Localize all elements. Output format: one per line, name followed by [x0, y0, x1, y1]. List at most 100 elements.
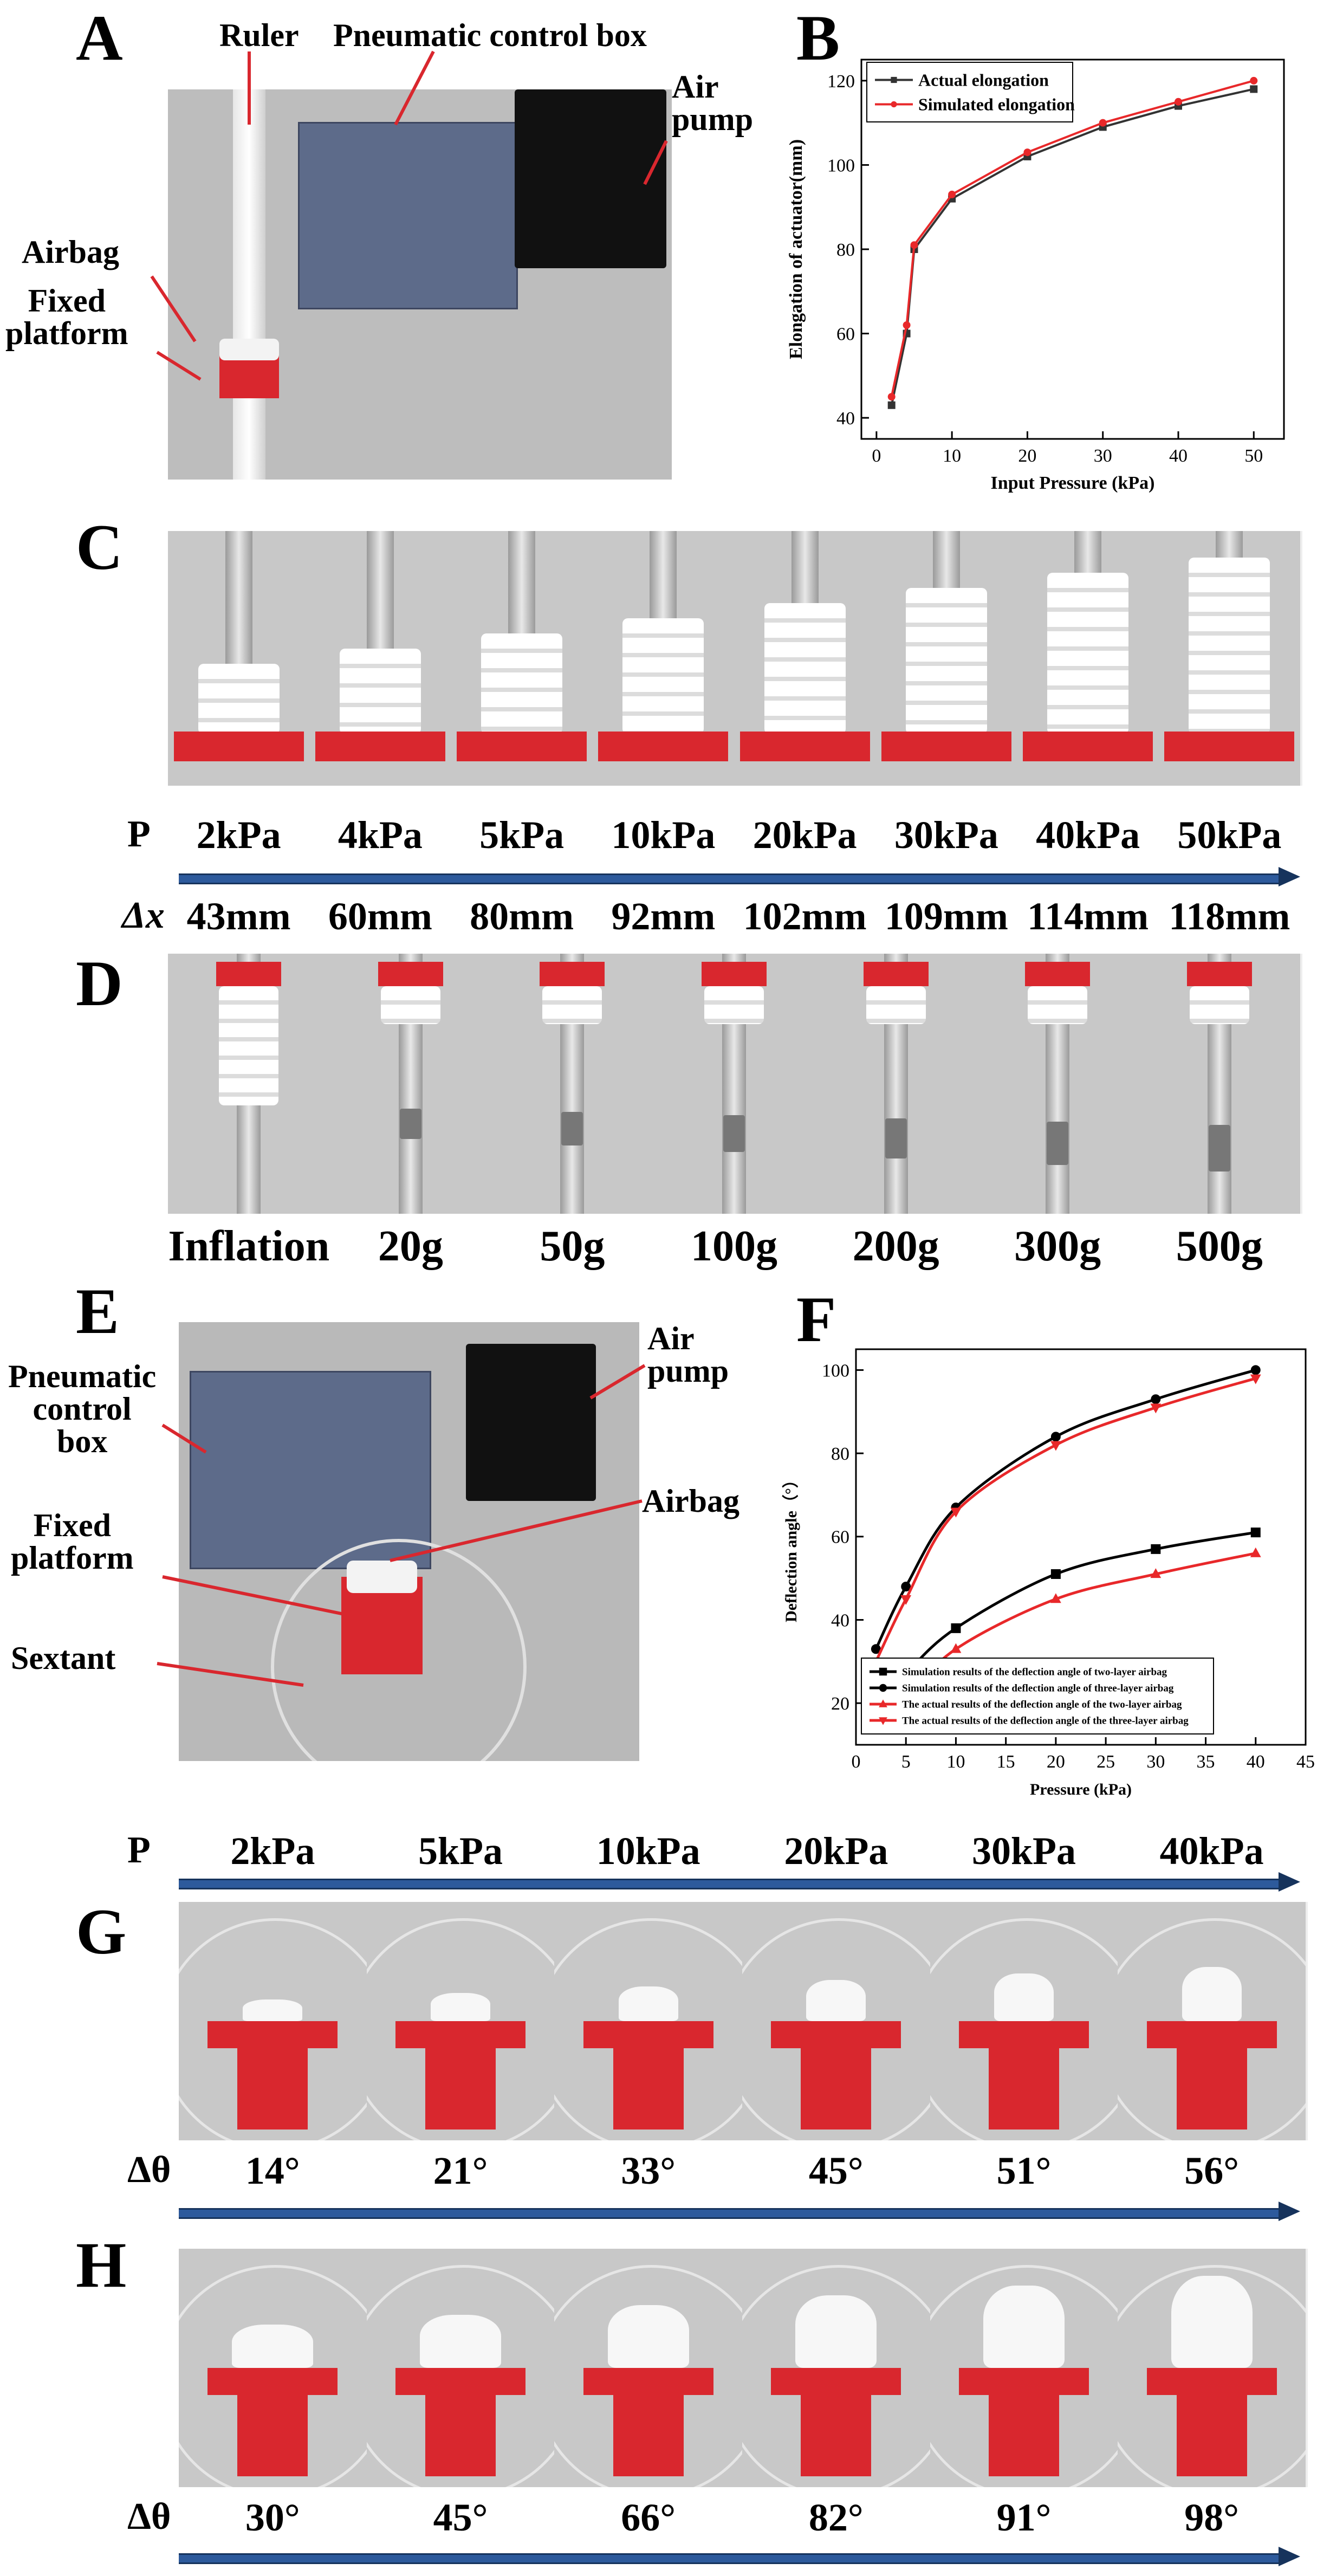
load-frame-4: [815, 954, 979, 1214]
series-2-point-5: [1250, 1547, 1261, 1557]
x-tick-label-0: 0: [872, 446, 881, 466]
elongation-frame-2: [451, 531, 595, 786]
pressure-label-g-2: 10kPa: [596, 1829, 700, 1873]
pressure-label-g-4: 30kPa: [971, 1829, 1076, 1873]
elongation-label-1: 60mm: [328, 895, 432, 938]
series-1-point-5: [1250, 1365, 1261, 1375]
legend-box: [861, 1658, 1214, 1734]
elongation-frame-6: [1017, 531, 1161, 786]
three-layer-frame-0: [179, 2249, 369, 2487]
legend-marker-0: [891, 76, 897, 83]
air-pump-shape: [515, 89, 666, 268]
legend-entry-1: Simulation results of the deflection ang…: [902, 1683, 1174, 1694]
x-tick-label-2: 10: [946, 1752, 965, 1772]
legend-entry-0: Simulation results of the deflection ang…: [902, 1667, 1167, 1678]
series-3-point-4: [1150, 1403, 1162, 1414]
photo-setup-a: [168, 89, 672, 480]
series-line-0: [890, 88, 1254, 406]
pressure-label-c-1: 4kPa: [338, 813, 423, 857]
x-tick-label-5: 50: [1244, 446, 1263, 466]
x-tick-label-3: 15: [997, 1752, 1015, 1772]
series-1-point-7: [1250, 76, 1258, 85]
series-line-1: [874, 1369, 1256, 1650]
panel-label-f: F: [796, 1283, 836, 1355]
y-tick-label-2: 60: [831, 1528, 849, 1548]
two-layer-frame-5: [1118, 1902, 1308, 2140]
three-layer-frame-5: [1118, 2249, 1308, 2487]
elongation-label-3: 92mm: [611, 895, 716, 938]
angle-label-g-3: 45°: [808, 2149, 864, 2192]
dtheta-symbol-g: Δθ: [127, 2149, 171, 2191]
callout-sextant: Sextant: [11, 1640, 116, 1676]
panel-label-h: H: [76, 2229, 127, 2301]
x-tick-label-4: 40: [1169, 446, 1188, 466]
arrow-bar-g-top: [179, 1879, 1279, 1889]
x-axis-label: Input Pressure (kPa): [991, 473, 1155, 493]
load-label-4: 200g: [852, 1222, 939, 1270]
arrow-bar-g-bottom: [179, 2208, 1279, 2219]
elongation-frame-7: [1158, 531, 1302, 786]
series-2-point-3: [1050, 1593, 1061, 1603]
series-1-point-0: [871, 1644, 881, 1654]
series-1-point-4: [1151, 1394, 1161, 1404]
y-tick-label-0: 20: [831, 1694, 849, 1714]
two-layer-frame-4: [930, 1902, 1120, 2140]
angle-labels-h: 30°45°66°82°91°98°: [179, 2495, 1306, 2544]
series-0-point-3: [1050, 1569, 1061, 1579]
legend-marker-1: [891, 101, 897, 108]
arrow-head-c: [1279, 867, 1300, 886]
panel-label-b: B: [796, 2, 840, 74]
panel-label-a: A: [76, 2, 123, 74]
series-3-point-1: [900, 1595, 912, 1605]
load-frame-0: [168, 954, 332, 1214]
y-tick-label-3: 100: [827, 156, 855, 176]
angle-label-g-5: 56°: [1184, 2149, 1240, 2192]
legend-marker-2: [879, 1699, 887, 1707]
elongation-label-7: 118mm: [1169, 895, 1290, 938]
photo-strip-loads: [168, 954, 1302, 1214]
air-pump-shape-e: [466, 1344, 596, 1501]
elongation-frame-3: [592, 531, 736, 786]
three-layer-frame-3: [742, 2249, 932, 2487]
series-3-point-5: [1250, 1374, 1261, 1384]
y-tick-label-2: 80: [836, 240, 855, 260]
arrow-bar-h: [179, 2553, 1279, 2564]
x-tick-label-6: 30: [1146, 1752, 1165, 1772]
three-layer-frame-4: [930, 2249, 1120, 2487]
load-label-6: 500g: [1176, 1222, 1263, 1270]
ruler-shape: [233, 89, 265, 480]
series-0-point-4: [1151, 1544, 1161, 1554]
two-layer-frame-3: [742, 1902, 932, 2140]
y-axis-label: Deflection angle（°）: [782, 1472, 800, 1622]
legend-entry-1: Simulated elongation: [918, 95, 1075, 114]
series-1-point-3: [1050, 1432, 1061, 1442]
x-tick-label-4: 20: [1047, 1752, 1065, 1772]
legend-marker-1: [879, 1684, 887, 1692]
airbag-shape: [219, 339, 279, 360]
elongation-frame-4: [734, 531, 878, 786]
x-tick-label-3: 30: [1094, 446, 1112, 466]
panel-label-c: C: [76, 511, 123, 583]
two-layer-frame-2: [554, 1902, 744, 2140]
photo-strip-two-layer: [179, 1902, 1308, 2140]
series-line-3: [874, 1377, 1256, 1662]
angle-label-h-2: 66°: [621, 2496, 676, 2539]
panel-label-g: G: [76, 1895, 127, 1967]
elongation-label-5: 109mm: [884, 895, 1008, 938]
angle-label-g-1: 21°: [433, 2149, 488, 2192]
x-tick-label-0: 0: [852, 1752, 861, 1772]
plot-frame: [855, 1348, 1307, 1746]
load-label-2: 50g: [540, 1222, 605, 1270]
elongation-frame-5: [875, 531, 1020, 786]
photo-strip-three-layer: [179, 2249, 1308, 2487]
angle-label-g-4: 51°: [996, 2149, 1052, 2192]
load-label-3: 100g: [690, 1222, 777, 1270]
series-0-point-2: [951, 1623, 961, 1633]
series-2-point-4: [1150, 1568, 1162, 1578]
panel-label-e: E: [76, 1275, 120, 1347]
angle-label-g-0: 14°: [245, 2149, 300, 2192]
pressure-label-g-5: 40kPa: [1159, 1829, 1264, 1873]
fixed-platform-shape: [219, 355, 279, 398]
